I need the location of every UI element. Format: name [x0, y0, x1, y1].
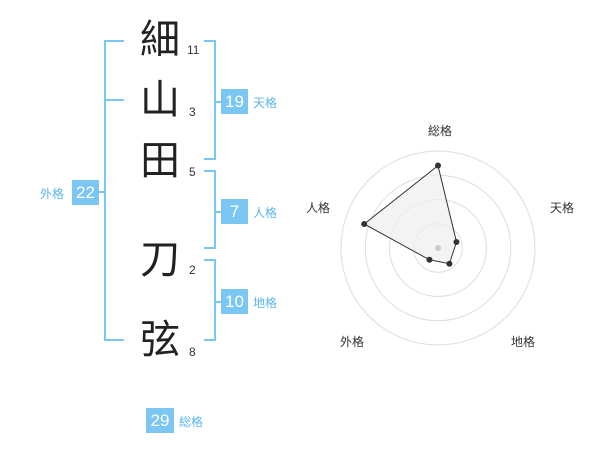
chikaku-label: 地格: [253, 296, 278, 310]
name-char-1: 細: [140, 17, 180, 63]
chikaku-badge: 10: [221, 289, 248, 314]
jinkaku-badge: 7: [221, 199, 248, 224]
radar-axis-label-soukaku: 総格: [428, 124, 453, 138]
gaikaku-bracket-bottom: [104, 339, 124, 341]
name-char-3: 田: [140, 138, 180, 184]
radar-points: [361, 162, 460, 267]
tenkaku-connector: [214, 101, 222, 103]
radar-axis-label-tenkaku: 天格: [550, 201, 575, 215]
gaikaku-label: 外格: [40, 187, 65, 201]
name-char-4: 刀: [140, 237, 180, 283]
gaikaku-badge: 22: [72, 180, 99, 205]
radar-axis-label-gaikaku: 外格: [340, 335, 365, 349]
tenkaku-bracket-bottom: [204, 158, 216, 160]
stroke-count-3: 5: [189, 165, 196, 179]
radar-point: [446, 260, 453, 267]
radar-ring: [340, 150, 536, 346]
tenkaku-bracket-top: [204, 40, 216, 42]
name-char-2: 山: [140, 77, 180, 123]
jinkaku-connector: [214, 211, 222, 213]
chikaku-bracket: [214, 259, 216, 341]
tenkaku-badge: 19: [221, 89, 248, 114]
gaikaku-connector: [98, 191, 106, 193]
stroke-count-5: 8: [189, 345, 196, 359]
radar-axis-label-jinkaku: 人格: [306, 201, 331, 215]
stroke-count-2: 3: [189, 105, 196, 119]
soukaku-badge: 29: [146, 408, 174, 433]
chikaku-bracket-bottom: [204, 339, 216, 341]
gaikaku-bracket-mid: [104, 99, 124, 101]
stroke-count-4: 2: [189, 263, 196, 277]
soukaku-label: 総格: [179, 415, 204, 429]
radar-point: [361, 221, 368, 228]
jinkaku-bracket-bottom: [204, 247, 216, 249]
jinkaku-bracket-top: [204, 170, 216, 172]
gaikaku-bracket: [104, 40, 106, 341]
jinkaku-bracket: [214, 170, 216, 249]
radar-polygon: [363, 164, 458, 265]
chikaku-bracket-top: [204, 259, 216, 261]
radar-point: [426, 256, 433, 263]
radar-point: [453, 239, 460, 246]
stroke-count-1: 11: [187, 43, 200, 57]
jinkaku-label: 人格: [253, 206, 278, 220]
radar-center-dot: [435, 245, 441, 251]
name-char-5: 弦: [140, 317, 180, 363]
tenkaku-bracket: [214, 40, 216, 160]
radar-axis-label-chikaku: 地格: [511, 335, 536, 349]
radar-point: [435, 162, 441, 169]
tenkaku-label: 天格: [253, 96, 278, 110]
gaikaku-bracket-top: [104, 40, 124, 42]
chikaku-connector: [214, 301, 222, 303]
